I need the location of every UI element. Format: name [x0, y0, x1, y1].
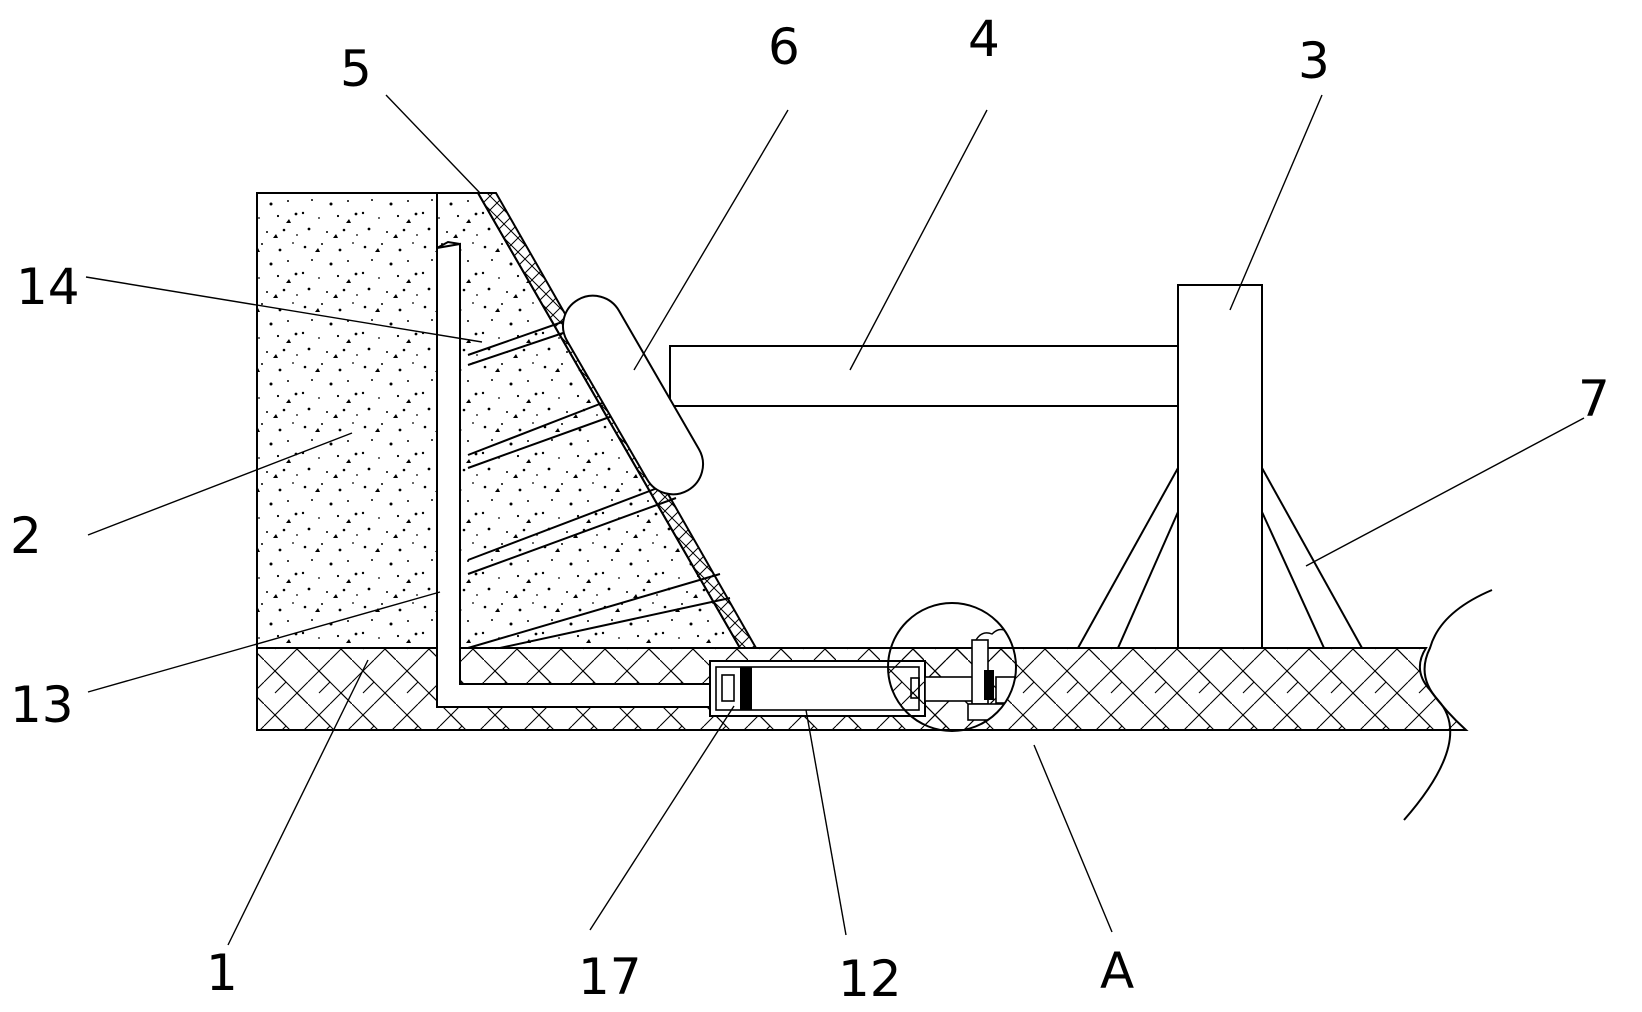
label-3: 3 [1298, 32, 1330, 90]
pressure-pad-6 [562, 294, 704, 496]
label-4: 4 [968, 10, 1000, 68]
label-2: 2 [10, 507, 42, 565]
piston-17 [740, 667, 752, 710]
label-13: 13 [10, 676, 74, 734]
beam-4 [669, 345, 1179, 407]
label-6: 6 [768, 18, 800, 76]
soil-block-2 [256, 192, 438, 649]
label-1: 1 [206, 944, 238, 1002]
break-line [1403, 589, 1493, 821]
slope-zone [436, 192, 758, 649]
reference-labels: 1 2 3 4 5 6 7 12 13 14 17 A [10, 10, 1610, 1008]
label-12: 12 [838, 950, 902, 1008]
label-14: 14 [16, 258, 80, 316]
post-3 [1177, 284, 1263, 649]
label-5: 5 [340, 40, 372, 98]
leader-lines [85, 94, 1585, 946]
struts-7 [1077, 467, 1363, 649]
label-7: 7 [1578, 370, 1610, 428]
label-17: 17 [578, 948, 642, 1006]
strata-bands-14 [467, 319, 731, 649]
label-a: A [1100, 942, 1134, 1000]
detail-circle-a [887, 602, 1017, 732]
